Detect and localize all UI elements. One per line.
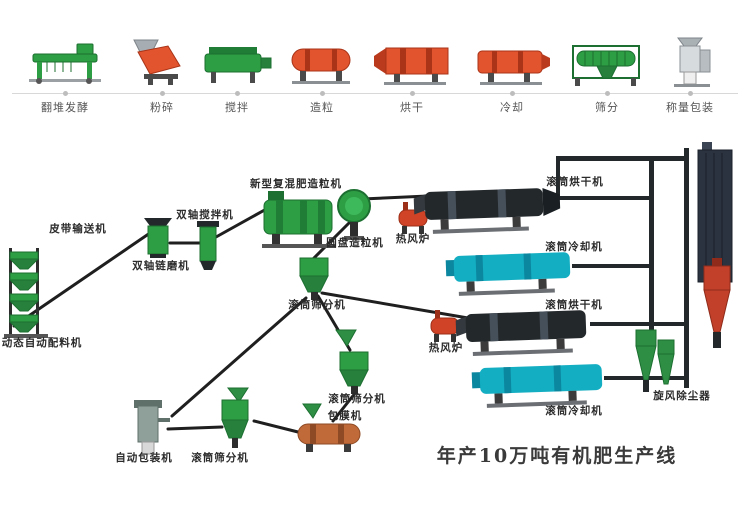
- process-step-label: 粉碎: [150, 101, 174, 114]
- label-drum-screener-3: 滚筒筛分机: [191, 451, 249, 464]
- label-cyclone-dust-collector: 旋风除尘器: [652, 389, 711, 402]
- flow-dot: [604, 91, 610, 96]
- label-belt-conveyor: 皮带输送机: [48, 222, 107, 235]
- process-step-granulating: 造粒: [277, 34, 367, 115]
- label-drum-dryer-1: 滚筒烘干机: [546, 175, 604, 188]
- flow-dot: [409, 91, 415, 96]
- coating-machine-body: [297, 423, 361, 452]
- label-disc-granulator: 圆盘造粒机: [326, 236, 384, 249]
- disc-granulator-machine: [337, 189, 371, 240]
- flow-dot: [234, 91, 240, 96]
- drum-dryer-1-machine: [413, 187, 561, 234]
- dynamic-batching-machine: [4, 248, 48, 338]
- flow-dot: [687, 91, 693, 96]
- process-step-mixing: 搅拌: [192, 34, 282, 115]
- process-step-label: 筛分: [595, 101, 619, 114]
- label-hot-air-furnace-1: 热风炉: [396, 232, 431, 245]
- cyclone-orange-icon: [703, 258, 731, 348]
- label-coating-machine: 包膜机: [328, 409, 363, 422]
- label-drum-cooler-1: 滚筒冷却机: [545, 240, 603, 253]
- drum-screener-1-machine: [299, 257, 329, 300]
- process-step-packing: 称量包装: [645, 34, 735, 115]
- transfer-hoppers: [226, 329, 357, 419]
- flow-dot: [159, 91, 165, 96]
- auto-packing-machine-body: [134, 400, 170, 455]
- double-shaft-mixer-machine: [197, 221, 219, 270]
- diagram-title: 年产10万吨有机肥生产线: [437, 444, 677, 467]
- compound-granulator-machine: [262, 191, 336, 248]
- process-flow-strip: 翻堆发酵 粉碎 搅拌: [0, 0, 750, 125]
- label-dynamic-batching: 动态自动配料机: [2, 336, 83, 349]
- flow-dot: [62, 91, 68, 96]
- drum-dryer-2-machine: [455, 310, 587, 356]
- process-step-label: 造粒: [310, 101, 334, 114]
- cooler-icon: [477, 50, 550, 85]
- label-drum-screener-1: 滚筒筛分机: [288, 298, 346, 311]
- label-double-shaft-mixer: 双轴搅拌机: [175, 208, 234, 221]
- process-step-label: 翻堆发酵: [41, 101, 89, 114]
- label-auto-packing: 自动包装机: [115, 451, 173, 464]
- drum-screener-2-machine: [339, 351, 369, 394]
- label-chain-mill: 双轴链磨机: [131, 259, 190, 272]
- mixer-icon: [204, 47, 272, 83]
- drum-cooler-1-machine: [445, 252, 571, 296]
- drum-cooler-2-machine: [471, 364, 603, 408]
- process-step-screening: 筛分: [562, 34, 652, 115]
- dryer-icon: [374, 47, 449, 85]
- label-compound-granulator: 新型复混肥造粒机: [250, 177, 342, 190]
- flow-dot: [319, 91, 325, 96]
- process-step-crushing: 粉碎: [117, 34, 207, 115]
- chain-mill-machine: [144, 218, 172, 258]
- process-step-drying: 烘干: [367, 34, 457, 115]
- label-hot-air-furnace-2: 热风炉: [429, 341, 464, 354]
- hot-air-furnace-2-machine: [430, 310, 460, 342]
- process-step-fermentation: 翻堆发酵: [20, 34, 110, 115]
- screen-icon: [572, 45, 640, 86]
- packing-icon: [674, 37, 711, 87]
- flow-dot: [509, 91, 515, 96]
- process-step-label: 烘干: [400, 101, 424, 114]
- compost-turner-icon: [29, 43, 101, 84]
- label-drum-cooler-2: 滚筒冷却机: [545, 404, 603, 417]
- process-step-label: 搅拌: [225, 101, 249, 114]
- granulator-icon: [291, 48, 351, 84]
- cyclone-green-icon: [635, 329, 675, 392]
- flow-line: [12, 93, 738, 94]
- process-step-label: 冷却: [500, 101, 524, 114]
- crusher-icon: [133, 39, 181, 85]
- process-step-cooling: 冷却: [467, 34, 557, 115]
- label-drum-dryer-2: 滚筒烘干机: [545, 298, 603, 311]
- label-drum-screener-2: 滚筒筛分机: [328, 392, 386, 405]
- process-step-label: 称量包装: [666, 101, 714, 114]
- drum-screener-3-machine: [221, 399, 249, 448]
